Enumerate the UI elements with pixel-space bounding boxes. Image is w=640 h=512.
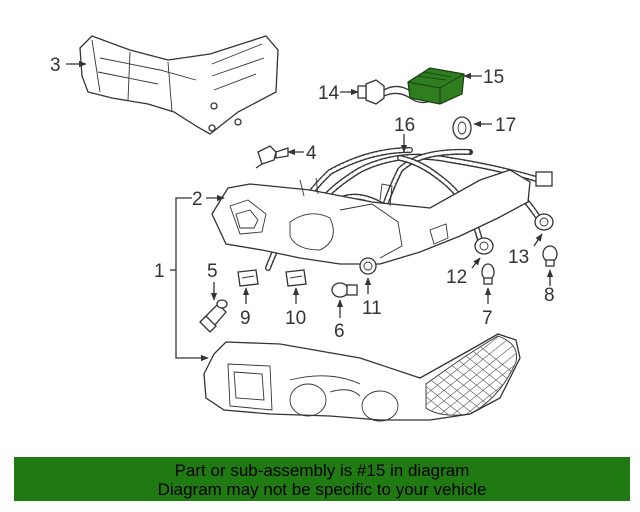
bulb-part-8 [542, 245, 558, 267]
callout-4: 4 [306, 143, 317, 164]
callout-2: 2 [192, 189, 203, 210]
callout-16: 16 [394, 115, 415, 136]
callout-8: 8 [544, 285, 555, 306]
callout-12: 12 [446, 267, 467, 288]
socket-part-11 [359, 257, 377, 275]
headlamp-lens-assembly-part [203, 333, 521, 422]
callout-9: 9 [240, 308, 251, 329]
socket-part-12 [474, 237, 494, 255]
callout-11: 11 [362, 298, 382, 319]
socket-part-9 [237, 269, 259, 287]
diagram-notice-banner: Part or sub-assembly is #15 in diagram D… [14, 457, 630, 501]
callout-15: 15 [483, 67, 504, 88]
callout-1: 1 [154, 261, 165, 282]
callout-17: 17 [495, 115, 516, 136]
callout-6: 6 [334, 321, 345, 342]
grommet-part [452, 116, 472, 140]
callout-14: 14 [318, 83, 340, 104]
push-pin-part [255, 145, 289, 169]
mounting-bracket-part [79, 35, 279, 135]
socket-part-13 [534, 213, 554, 231]
callout-3: 3 [50, 55, 61, 76]
callout-7: 7 [482, 308, 493, 329]
socket-part-10 [285, 269, 307, 287]
bulb-part-5 [199, 299, 228, 333]
callout-13: 13 [508, 247, 529, 268]
bulb-part-7 [481, 263, 495, 285]
callout-5: 5 [207, 261, 218, 282]
headlamp-housing-part [211, 169, 531, 265]
control-module-part-highlighted [407, 67, 465, 105]
callout-10: 10 [285, 308, 306, 329]
notice-line-part-number: Part or sub-assembly is #15 in diagram [174, 461, 470, 480]
notice-line-disclaimer: Diagram may not be specific to your vehi… [157, 480, 487, 499]
parts-diagram: 3 14 15 17 4 [50, 35, 558, 422]
bulb-part-6 [331, 282, 358, 298]
